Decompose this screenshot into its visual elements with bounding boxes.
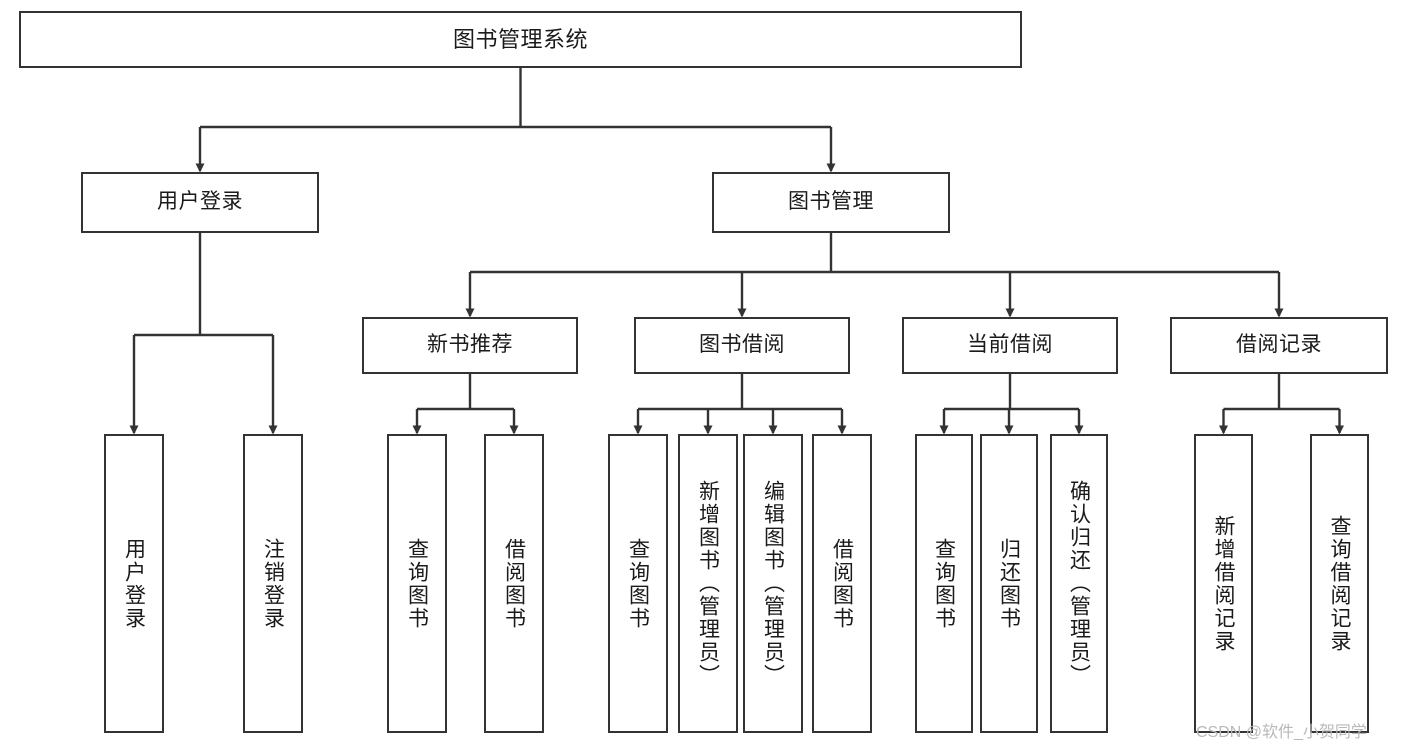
- node-label: 查询图书: [932, 537, 956, 630]
- node-label: 图书管理: [788, 190, 874, 214]
- node-label: 借阅图书: [830, 537, 854, 630]
- node-user-login[interactable]: 用户登录: [81, 172, 319, 233]
- node-leaf-user-login[interactable]: 用户登录: [104, 434, 164, 733]
- node-leaf-rec-query[interactable]: 查询图书: [387, 434, 447, 733]
- node-label: 注销登录: [261, 537, 285, 630]
- node-label: 借阅记录: [1236, 333, 1322, 357]
- node-label: 当前借阅: [967, 333, 1053, 357]
- node-leaf-bb-add[interactable]: 新增图书（管理员）: [678, 434, 738, 733]
- node-leaf-cb-query[interactable]: 查询图书: [915, 434, 973, 733]
- node-label: 借阅图书: [502, 537, 526, 630]
- node-leaf-rec-borrow[interactable]: 借阅图书: [484, 434, 544, 733]
- node-label: 图书管理系统: [452, 26, 588, 52]
- node-new-book-rec[interactable]: 新书推荐: [362, 317, 578, 374]
- node-leaf-cb-confirm[interactable]: 确认归还（管理员）: [1050, 434, 1108, 733]
- node-label: 图书借阅: [699, 333, 785, 357]
- node-leaf-br-query[interactable]: 查询借阅记录: [1310, 434, 1369, 733]
- node-label: 新增图书（管理员）: [696, 480, 720, 687]
- csdn-watermark: CSDN @软件_小贺同学: [1196, 724, 1367, 741]
- node-book-manage[interactable]: 图书管理: [712, 172, 950, 233]
- node-leaf-bb-borrow[interactable]: 借阅图书: [812, 434, 872, 733]
- node-label: 归还图书: [997, 537, 1021, 630]
- node-label: 确认归还（管理员）: [1067, 480, 1091, 687]
- node-current-borrow[interactable]: 当前借阅: [902, 317, 1118, 374]
- node-leaf-br-add[interactable]: 新增借阅记录: [1194, 434, 1253, 733]
- tree-connectors: [129, 68, 1344, 435]
- node-leaf-bb-edit[interactable]: 编辑图书（管理员）: [743, 434, 803, 733]
- node-leaf-cb-return[interactable]: 归还图书: [980, 434, 1038, 733]
- node-label: 查询借阅记录: [1328, 514, 1351, 653]
- node-borrow-record[interactable]: 借阅记录: [1170, 317, 1388, 374]
- node-root[interactable]: 图书管理系统: [19, 11, 1022, 68]
- node-label: 用户登录: [122, 537, 146, 630]
- node-leaf-user-logout[interactable]: 注销登录: [243, 434, 303, 733]
- node-label: 用户登录: [157, 190, 243, 214]
- node-label: 查询图书: [626, 537, 650, 630]
- node-label: 查询图书: [405, 537, 429, 630]
- node-label: 新增借阅记录: [1212, 514, 1235, 653]
- node-label: 编辑图书（管理员）: [761, 480, 785, 687]
- node-book-borrow[interactable]: 图书借阅: [634, 317, 850, 374]
- node-label: 新书推荐: [427, 333, 513, 357]
- node-leaf-bb-query[interactable]: 查询图书: [608, 434, 668, 733]
